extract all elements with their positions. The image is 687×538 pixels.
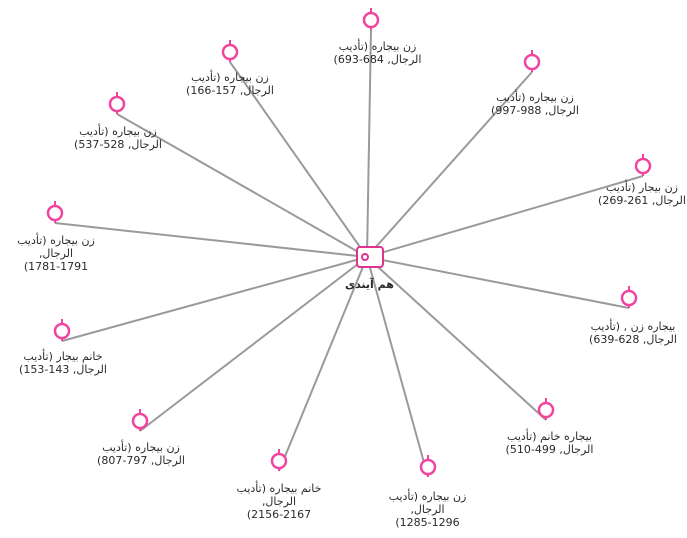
node-label-line: زن بيجاره (تأديب	[388, 490, 467, 503]
pin-marker-icon[interactable]	[523, 50, 541, 72]
pin-marker-icon[interactable]	[270, 449, 288, 471]
node-label-line: الرجال, 261-269)	[598, 194, 686, 207]
pin-marker-icon[interactable]	[53, 319, 71, 341]
node-label-line: زن بيجاره (تأديب	[102, 441, 180, 454]
node-label-line: خانم بيجاره (تأديب	[236, 482, 322, 495]
node-label-line: زن بيجاره (تأديب	[17, 234, 95, 247]
center-node[interactable]	[354, 244, 386, 270]
node-label-line: الرجال, 988-997)	[491, 104, 579, 117]
node-label-line: الرجال, 157-166)	[186, 84, 274, 97]
pin-marker-icon[interactable]	[419, 455, 437, 477]
node-label-line: زن بيجاره (تأديب	[191, 71, 269, 84]
node-label-line: الرجال,	[410, 503, 445, 516]
connector-line	[139, 256, 368, 432]
node-label-line: زن بيجاره (تأديب	[338, 40, 417, 53]
connector-line	[116, 113, 368, 258]
connector-line	[366, 175, 644, 258]
node-label-line: زن بيجار (تأديب	[606, 181, 678, 194]
connector-line	[366, 256, 547, 421]
pin-marker-icon[interactable]	[46, 201, 64, 223]
node-label-line: الرجال, 499-510)	[505, 443, 594, 456]
pin-marker-icon[interactable]	[362, 8, 380, 30]
node-label-line: بيجاره خانم (تأديب	[507, 430, 592, 443]
pin-marker-icon[interactable]	[620, 286, 638, 308]
center-label: هم آیندی	[345, 278, 394, 291]
connector-line	[278, 256, 368, 472]
node-label-line: خانم بيجار (تأديب	[23, 350, 103, 363]
node-label-line: بيجاره زن , (تأديب	[590, 320, 676, 333]
connector-line	[61, 256, 368, 342]
node-label-line: 1285-1296)	[395, 516, 460, 529]
node-label-line: 1781-1791)	[23, 260, 89, 273]
tag-icon	[356, 246, 384, 268]
node-label-line: 2156-2167)	[246, 508, 312, 521]
connector-line	[366, 29, 372, 258]
node-label-line: الرجال, 628-639)	[589, 333, 677, 346]
connector-line	[54, 222, 368, 258]
node-label-line: زن بيجاره (تأديب	[496, 91, 574, 104]
node-label-line: الرجال, 143-153)	[19, 363, 107, 376]
connector-line	[366, 256, 429, 478]
node-label-line: زن بيجاره (تأديب	[79, 125, 157, 138]
node-label-line: الرجال,	[38, 247, 74, 260]
pin-marker-icon[interactable]	[131, 409, 149, 431]
pin-marker-icon[interactable]	[108, 92, 126, 114]
connector-line	[229, 61, 368, 258]
pin-marker-icon[interactable]	[221, 40, 239, 62]
pin-marker-icon[interactable]	[537, 398, 555, 420]
node-label-line: الرجال, 528-537)	[74, 138, 162, 151]
pin-marker-icon[interactable]	[634, 154, 652, 176]
node-label-line: الرجال,	[261, 495, 297, 508]
connector-line	[366, 256, 630, 309]
node-label-line: الرجال, 797-807)	[97, 454, 185, 467]
node-label-line: الرجال, 684-693)	[333, 53, 422, 66]
connector-line	[366, 71, 533, 258]
